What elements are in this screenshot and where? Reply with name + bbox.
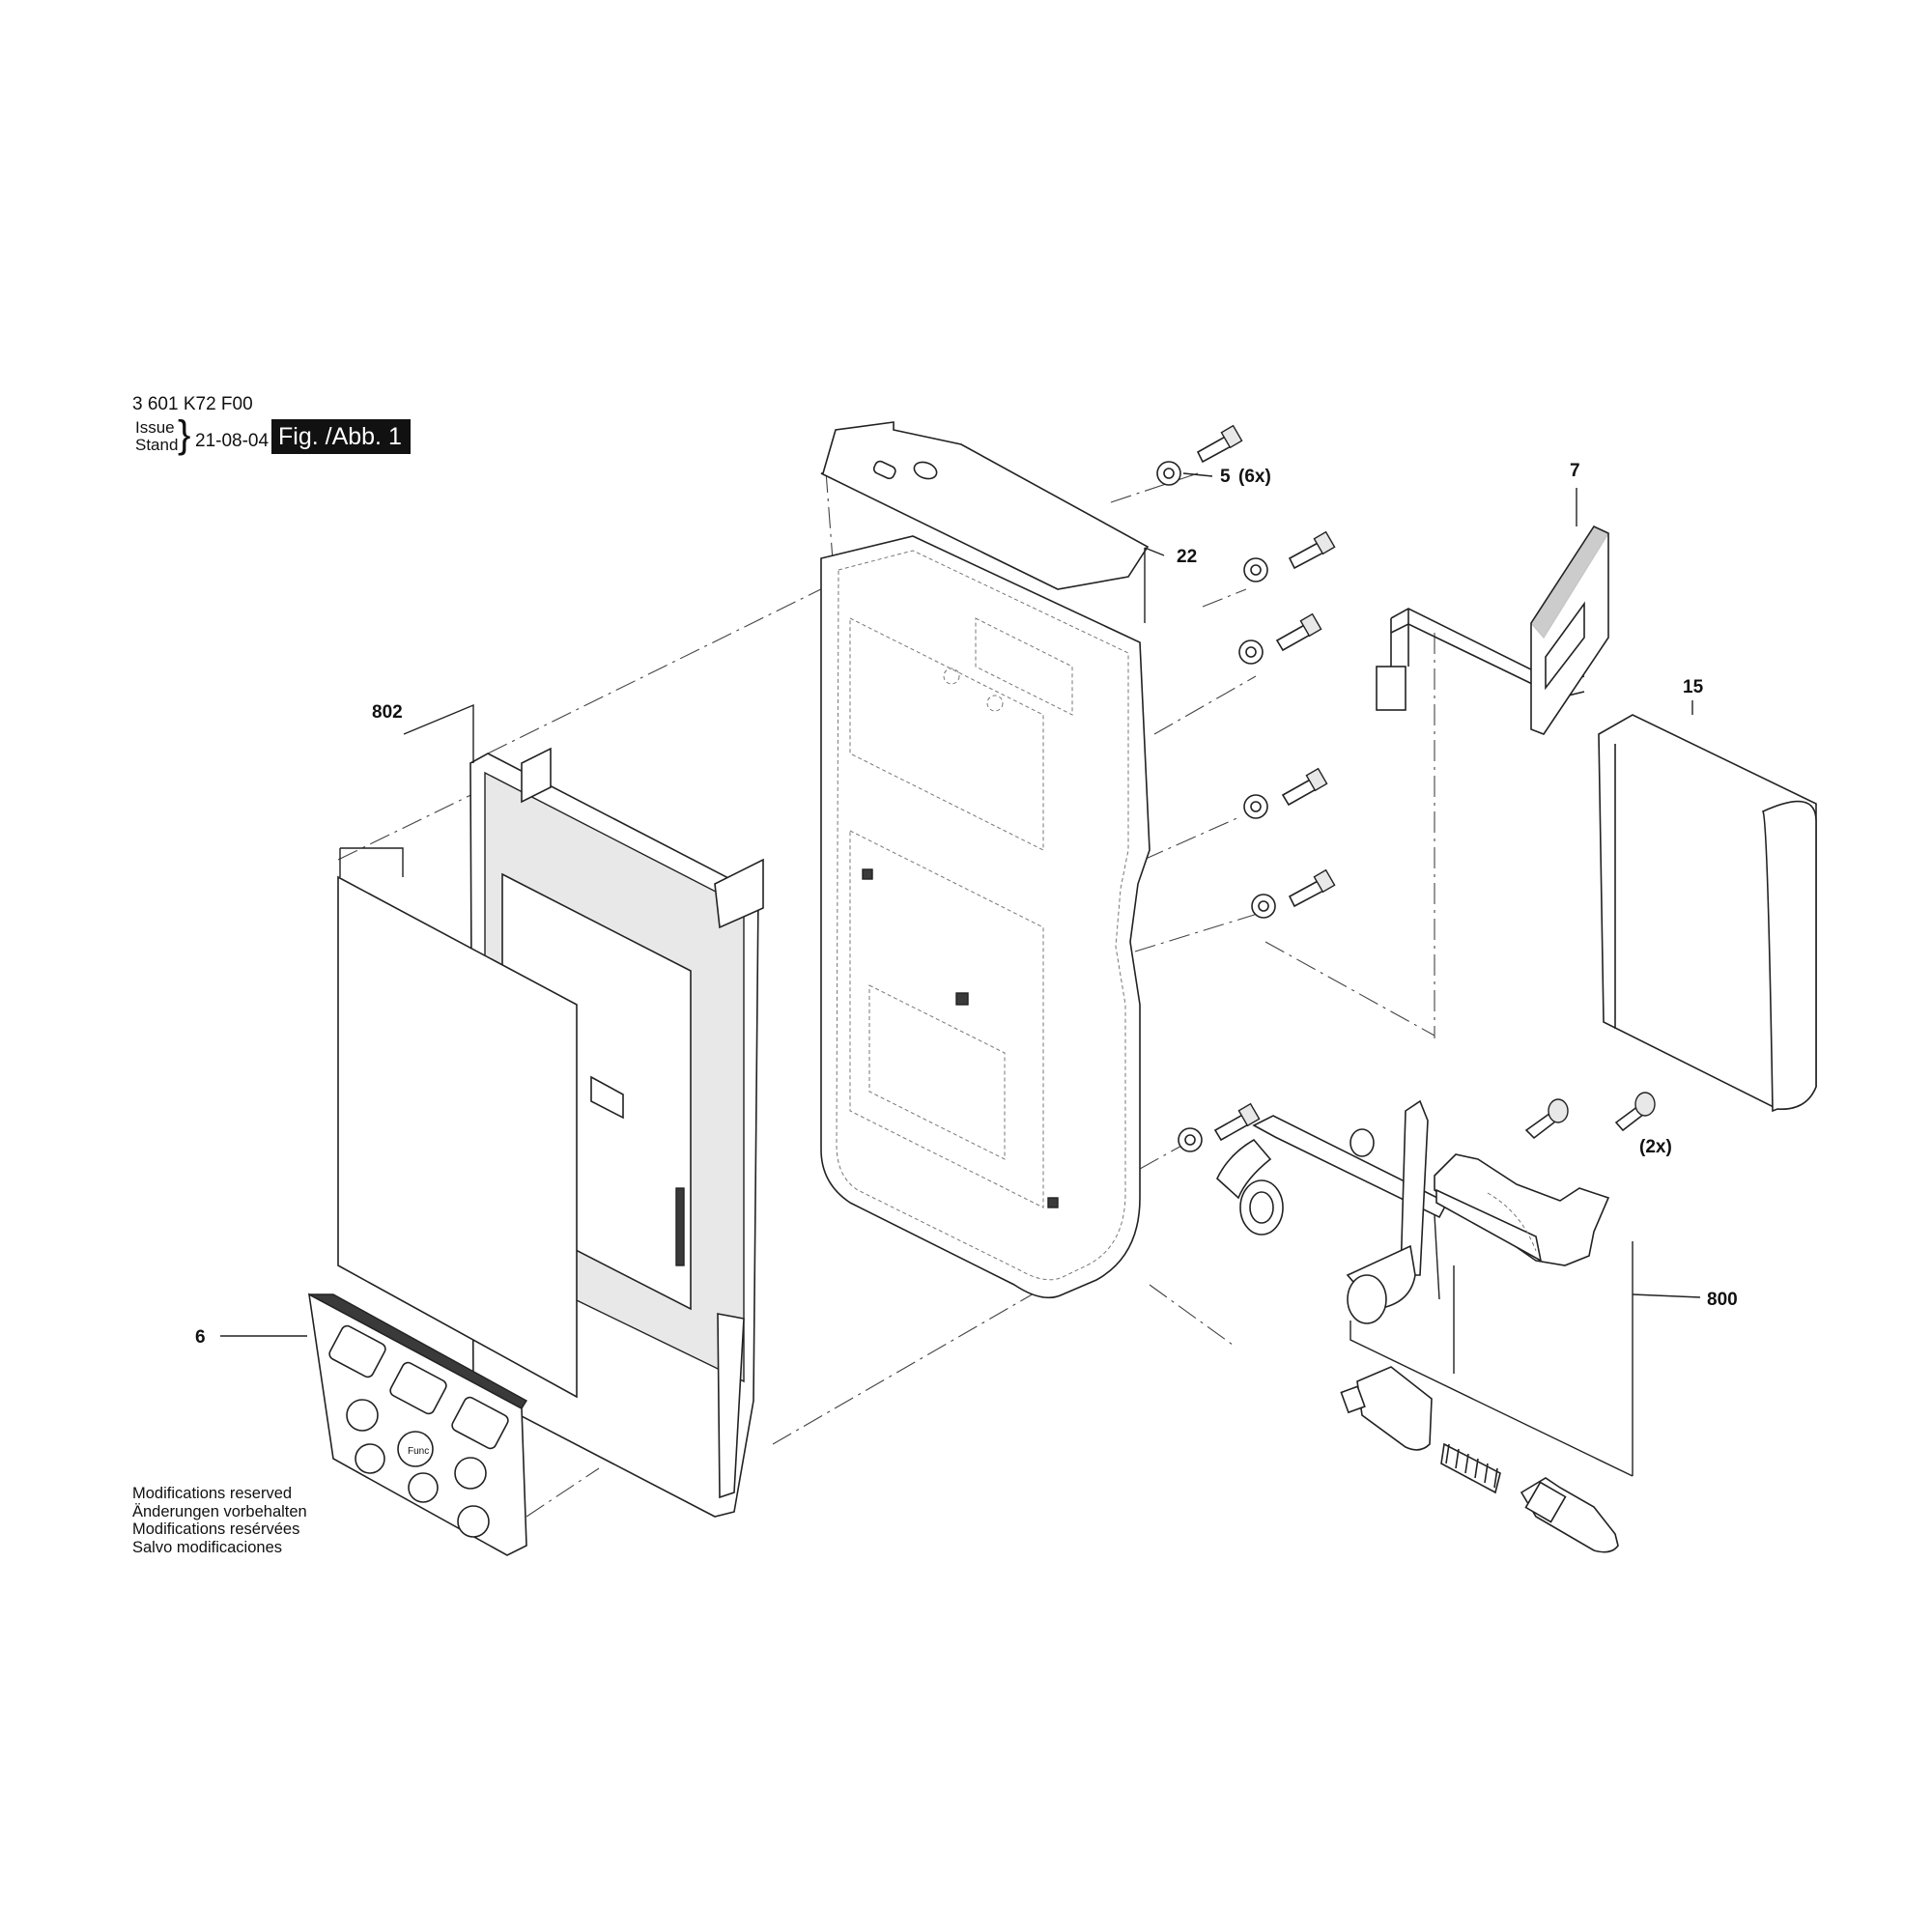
- callout-lines: [220, 472, 1701, 1477]
- part-800-pin: [1340, 1366, 1433, 1451]
- brace-glyph: }: [178, 413, 191, 456]
- part-802-window: [337, 875, 624, 1399]
- screw-washer-4: [1243, 767, 1328, 819]
- issue-date: 21-08-04: [195, 431, 270, 451]
- callout-802: 802: [372, 702, 403, 723]
- part-7-flex-cable-button: [1376, 525, 1610, 735]
- callout-22: 22: [1177, 547, 1197, 567]
- modifications-de: Änderungen vorbehalten: [132, 1502, 307, 1520]
- callout-5-quantity: (6x): [1238, 467, 1271, 487]
- part-5-screws-and-washers: [1156, 424, 1336, 1152]
- screw-washer-6: [1178, 1102, 1261, 1152]
- figure-badge: Fig. /Abb. 1: [271, 419, 411, 454]
- keypad-func-key-label: Func: [408, 1446, 429, 1457]
- issue-label: Issue: [135, 418, 175, 437]
- part-15-battery: [1598, 714, 1817, 1113]
- part-800-latch-housing: [1434, 1153, 1610, 1266]
- callout-5: 5: [1220, 467, 1231, 487]
- part-22-cover-plate: [820, 421, 1150, 590]
- callout-15: 15: [1683, 677, 1704, 697]
- callout-800-screw-quantity: (2x): [1639, 1137, 1672, 1157]
- screw-washer-2: [1243, 530, 1336, 582]
- document-number: 3 601 K72 F00: [132, 394, 253, 414]
- part-800-spring: [1440, 1442, 1501, 1494]
- stand-label: Stand: [135, 436, 179, 454]
- part-6-keypad: Func: [307, 1293, 527, 1556]
- callout-7: 7: [1570, 461, 1580, 481]
- callout-800: 800: [1707, 1290, 1738, 1310]
- main-housing: [820, 535, 1151, 1299]
- modifications-es: Salvo modificaciones: [132, 1538, 282, 1556]
- modifications-fr: Modifications resérvées: [132, 1520, 300, 1538]
- modifications-en: Modifications reserved: [132, 1485, 293, 1502]
- part-800-latch-assembly: [1216, 1099, 1449, 1324]
- screw-washer-1: [1156, 424, 1243, 486]
- part-800-plunger: [1520, 1477, 1619, 1553]
- modifications-notice: Modifications reserved Änderungen vorbeh…: [132, 1485, 307, 1556]
- callout-labels: 5 (6x) 22 7 15 802 6 800 (2x): [195, 461, 1738, 1348]
- screw-washer-3: [1238, 612, 1322, 665]
- part-800-screw-pair: [1524, 1092, 1656, 1140]
- callout-6: 6: [195, 1327, 206, 1348]
- screw-washer-5: [1251, 868, 1336, 919]
